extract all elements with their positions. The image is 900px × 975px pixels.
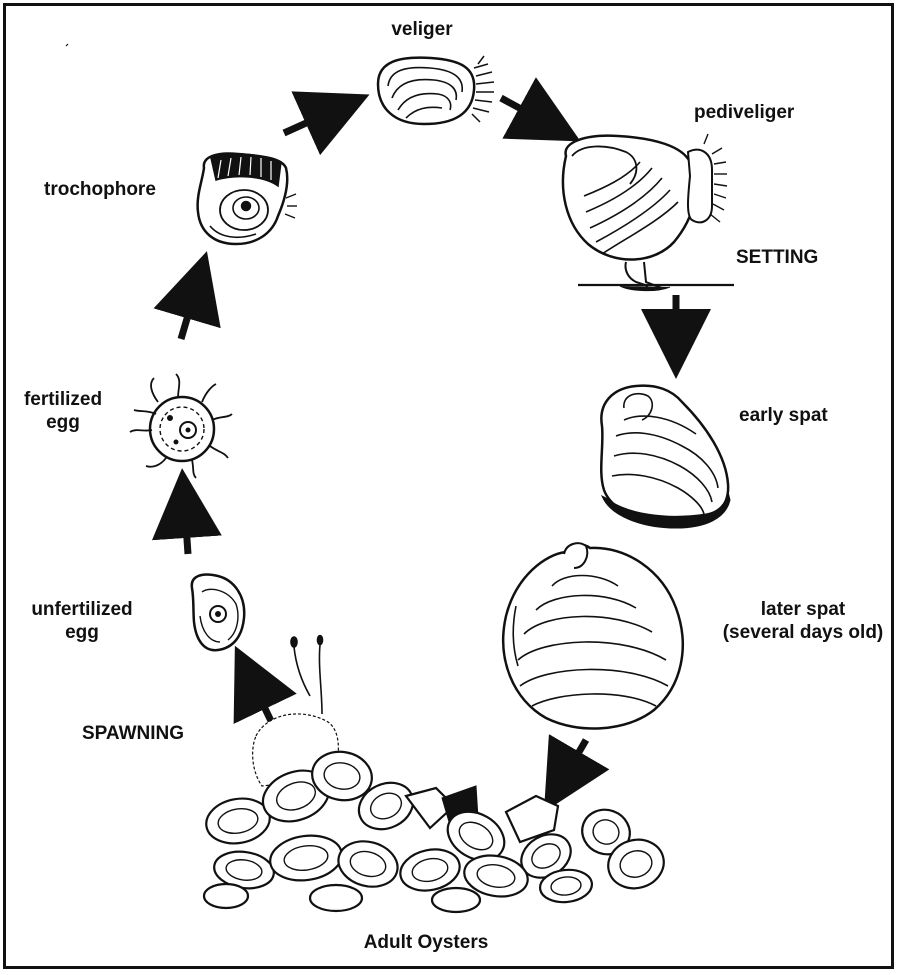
label-later-spat: later spat (several days old)	[708, 598, 894, 644]
fertilized-egg-illustration	[130, 374, 232, 478]
adult-oysters-illustration	[203, 714, 670, 912]
arrow-fertilized-egg-to-trochophore	[181, 278, 199, 339]
veliger-illustration	[378, 56, 494, 124]
trochophore-illustration	[198, 154, 297, 244]
label-adult-oysters: Adult Oysters	[326, 931, 526, 954]
arrow-veliger-to-pediveliger	[501, 98, 556, 128]
unfertilized-egg-illustration	[192, 575, 244, 651]
label-fertilized-egg-line-1: fertilized	[8, 388, 118, 411]
label-trochophore: trochophore	[44, 178, 156, 201]
later-spat-illustration	[503, 543, 683, 728]
label-later-spat-line-2: (several days old)	[708, 621, 894, 644]
label-unfertilized-egg: unfertilized egg	[12, 598, 152, 644]
label-setting: SETTING	[736, 246, 818, 269]
label-fertilized-egg-line-2: egg	[8, 411, 118, 434]
label-early-spat: early spat	[739, 404, 828, 427]
label-pediveliger: pediveliger	[694, 101, 794, 124]
arrow-trochophore-to-veliger	[284, 106, 344, 133]
label-spawning: SPAWNING	[82, 722, 184, 745]
label-unfertilized-egg-line-2: egg	[12, 621, 152, 644]
arrow-spawning-to-unfertilized-egg	[247, 671, 271, 721]
label-veliger: veliger	[372, 18, 472, 41]
diagram-frame: veliger pediveliger SETTING trochophore …	[3, 3, 894, 969]
label-fertilized-egg: fertilized egg	[8, 388, 118, 434]
pediveliger-illustration	[563, 134, 734, 291]
sperm-illustration	[291, 636, 323, 715]
stray-mark	[66, 44, 68, 46]
early-spat-illustration	[601, 386, 730, 528]
label-later-spat-line-1: later spat	[708, 598, 894, 621]
arrow-later-spat-to-adults	[558, 740, 586, 788]
oyster-life-cycle-diagram	[6, 6, 891, 966]
label-unfertilized-egg-line-1: unfertilized	[12, 598, 152, 621]
arrow-unfertilized-to-fertilized-egg	[184, 496, 188, 554]
